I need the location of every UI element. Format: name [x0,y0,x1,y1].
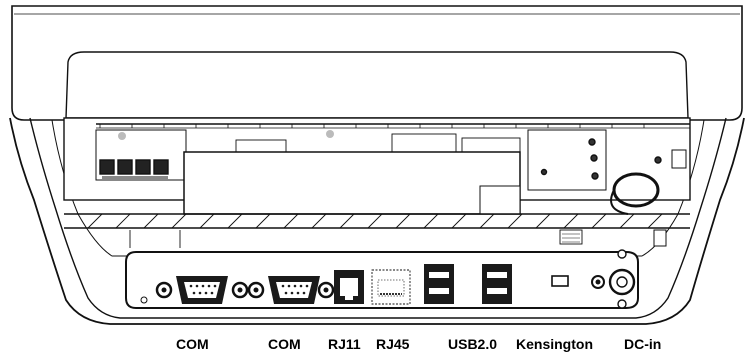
label-usb: USB2.0 [448,336,498,352]
usb-port-stack-1 [424,264,454,304]
kensington-slot [551,275,605,289]
internal-board-area [63,117,691,248]
com-port-1 [155,276,249,304]
com-port-2 [247,276,335,304]
label-dc-in: DC-in [624,336,662,352]
label-com-2: COM [268,336,301,352]
dc-in-port [608,249,636,309]
label-kensington: Kensington [516,336,593,352]
usb-port-stack-2 [482,264,512,304]
label-rj11: RJ11 [328,336,361,352]
label-rj45: RJ45 [376,336,410,352]
display-lid [11,5,743,121]
rj11-port [334,270,364,304]
label-com-1: COM [176,336,209,352]
rj45-port [371,269,411,305]
